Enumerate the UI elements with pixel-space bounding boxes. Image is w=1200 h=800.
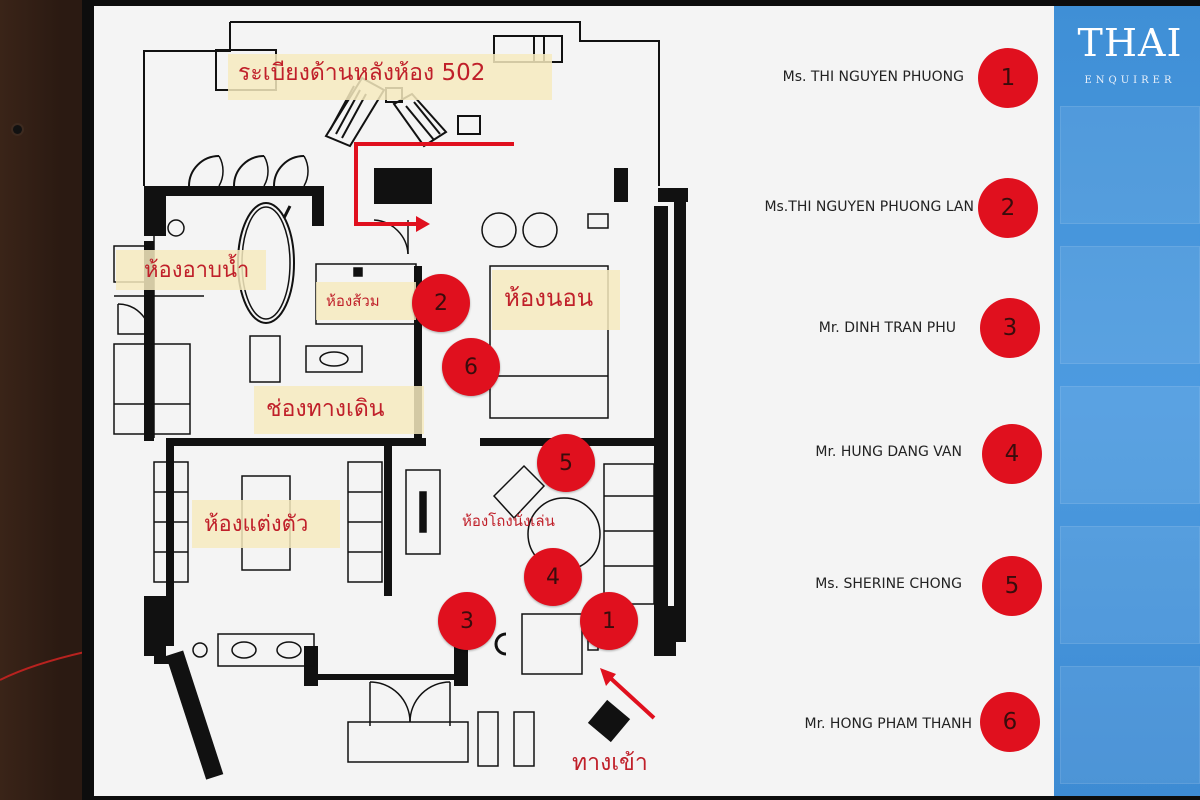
corridor-label: ช่องทางเดิน [266, 396, 385, 422]
position-marker: 2 [412, 274, 470, 332]
position-marker: 3 [438, 592, 496, 650]
legend-name: Mr. HONG PHAM THANH [804, 716, 972, 732]
photo-tile [1060, 666, 1200, 784]
bathroom-label: ห้องอาบน้ำ [144, 258, 250, 283]
corridor-label-bg [254, 386, 424, 434]
bedroom-label-bg [492, 270, 620, 330]
legend-marker: 5 [982, 556, 1042, 616]
legend-name: Mr. HUNG DANG VAN [815, 444, 962, 460]
legend-name: Ms. SHERINE CHONG [815, 576, 962, 592]
legend-marker: 1 [978, 48, 1038, 108]
photo-tile [1060, 106, 1200, 224]
dressing-label-bg [192, 500, 340, 548]
display-screen: ระเบียงด้านหลังห้อง 502 ห้องอาบน้ำ ห้องส… [94, 6, 1200, 796]
brand-tagline: ENQUIRER [1084, 75, 1176, 86]
legend-marker: 4 [982, 424, 1042, 484]
position-marker: 6 [442, 338, 500, 396]
photo-tile [1060, 526, 1200, 644]
position-marker: 5 [537, 434, 595, 492]
position-marker: 4 [524, 548, 582, 606]
rear-balcony-label: ระเบียงด้านหลังห้อง 502 [238, 60, 486, 86]
legend-name: Ms.THI NGUYEN PHUONG LAN [764, 199, 974, 215]
legend-marker: 3 [980, 298, 1040, 358]
floor-plan: ระเบียงด้านหลังห้อง 502 ห้องอาบน้ำ ห้องส… [94, 6, 1054, 796]
photo-tile [1060, 246, 1200, 364]
side-panel [1054, 6, 1200, 796]
bathroom-label-bg [116, 250, 266, 290]
balcony-label-bg [228, 54, 552, 100]
legend-name: Mr. DINH TRAN PHU [818, 320, 956, 336]
photo-tile [1060, 386, 1200, 504]
bedroom-label: ห้องนอน [504, 284, 594, 312]
legend-name: Ms. THI NGUYEN PHUONG [782, 69, 964, 85]
dressing-room-label: ห้องแต่งตัว [204, 512, 309, 537]
toilet-label-bg [316, 282, 416, 320]
legend-marker: 2 [978, 178, 1038, 238]
entrance-label: ทางเข้า [572, 750, 648, 776]
toilet-label: ห้องส้วม [326, 292, 380, 310]
position-marker: 1 [580, 592, 638, 650]
living-room-label: ห้องโถงนั่งเล่น [462, 512, 555, 530]
floor-plan-drawing [113, 21, 688, 780]
legend-marker: 6 [980, 692, 1040, 752]
wall-fixture [13, 125, 22, 134]
cable [0, 651, 85, 681]
brand-logo: THAI [1077, 21, 1183, 65]
